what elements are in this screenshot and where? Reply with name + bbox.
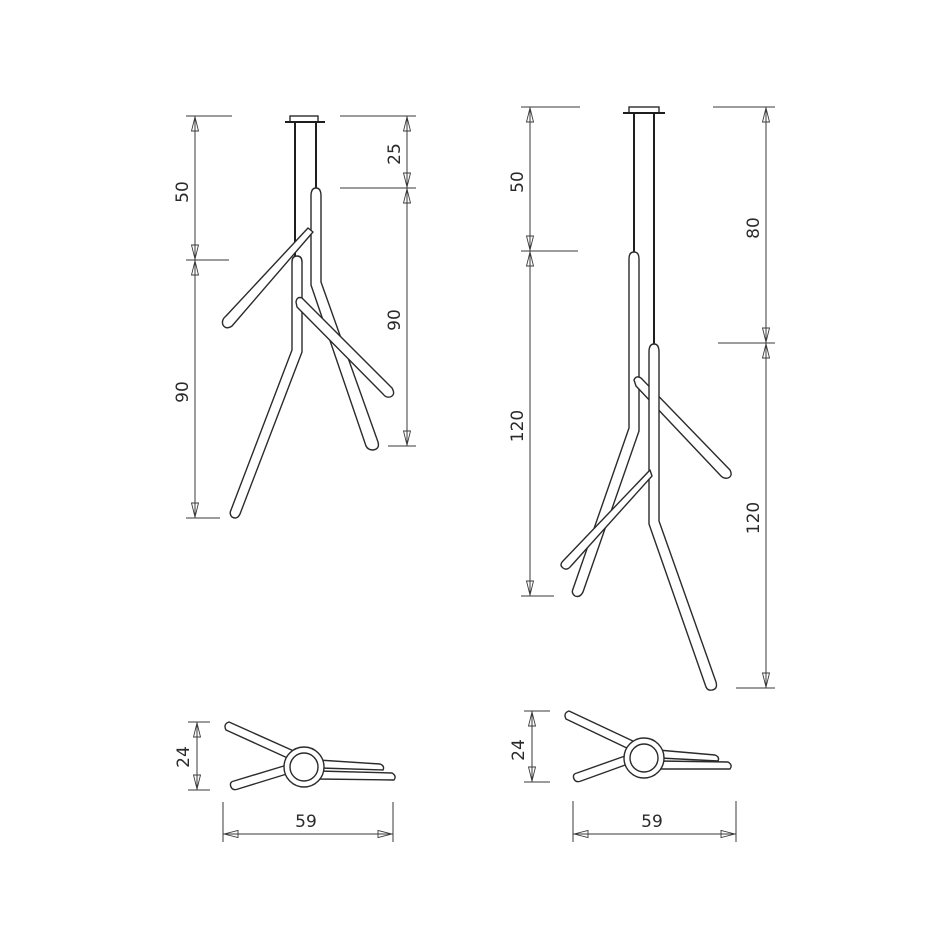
dim-small-top-width: 59: [295, 812, 317, 832]
dim-small-right-upper: 25: [385, 143, 405, 165]
large-left-dimensions: 50 120: [508, 106, 580, 597]
large-lamp-plan: [564, 710, 732, 783]
dim-large-top-width: 59: [641, 812, 663, 832]
small-top-dimensions: 24 59: [174, 721, 394, 842]
small-front-view: 50 90 25 90: [173, 115, 416, 519]
small-right-dimensions: 25 90: [340, 115, 416, 447]
small-lamp-elevation: [221, 115, 395, 519]
large-front-view: 50 120 80 120: [508, 106, 775, 691]
large-top-view: 24 59: [509, 710, 737, 842]
small-lamp-plan: [224, 721, 396, 791]
dim-large-left-lower: 120: [508, 410, 528, 442]
dim-large-right-lower: 120: [744, 502, 764, 534]
small-left-dimensions: 50 90: [173, 115, 232, 519]
dim-large-top-height: 24: [509, 739, 529, 761]
large-right-dimensions: 80 120: [713, 106, 775, 689]
large-lamp-elevation: [560, 106, 732, 691]
dim-small-left-lower: 90: [173, 381, 193, 403]
dim-small-top-height: 24: [174, 746, 194, 768]
dim-large-right-upper: 80: [744, 217, 764, 239]
dim-large-left-upper: 50: [508, 171, 528, 193]
large-top-dimensions: 24 59: [509, 710, 737, 842]
dim-small-right-lower: 90: [385, 309, 405, 331]
dim-small-left-upper: 50: [173, 181, 193, 203]
small-top-view: 24 59: [174, 721, 396, 842]
